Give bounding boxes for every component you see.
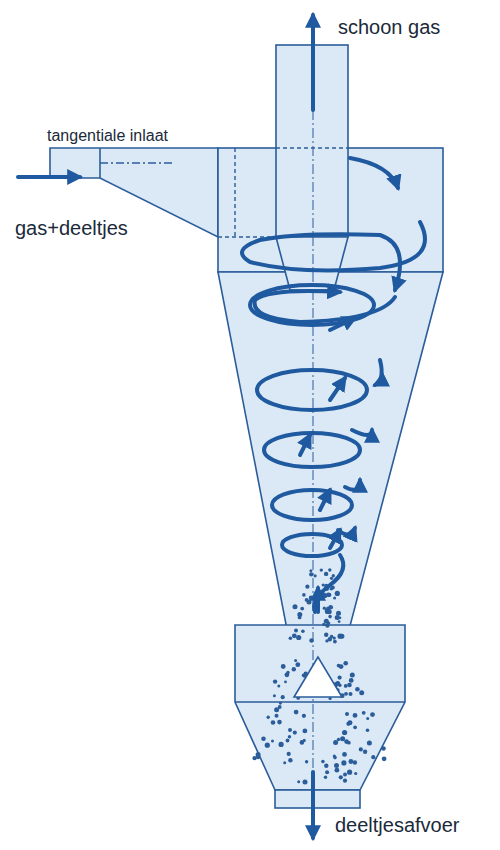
- cyclone-cone: [218, 272, 443, 645]
- deflector-cone: [294, 657, 342, 697]
- outlet-pipe-tip: [276, 237, 348, 290]
- dust-collector: [235, 625, 405, 790]
- discharge-outlet: [275, 790, 360, 808]
- part-label: tangentiale inlaat: [47, 127, 168, 145]
- part-label: deeltjesafvoer: [335, 814, 460, 836]
- part-label: gas+deeltjes: [15, 217, 128, 239]
- part-label: schoon gas: [338, 16, 440, 38]
